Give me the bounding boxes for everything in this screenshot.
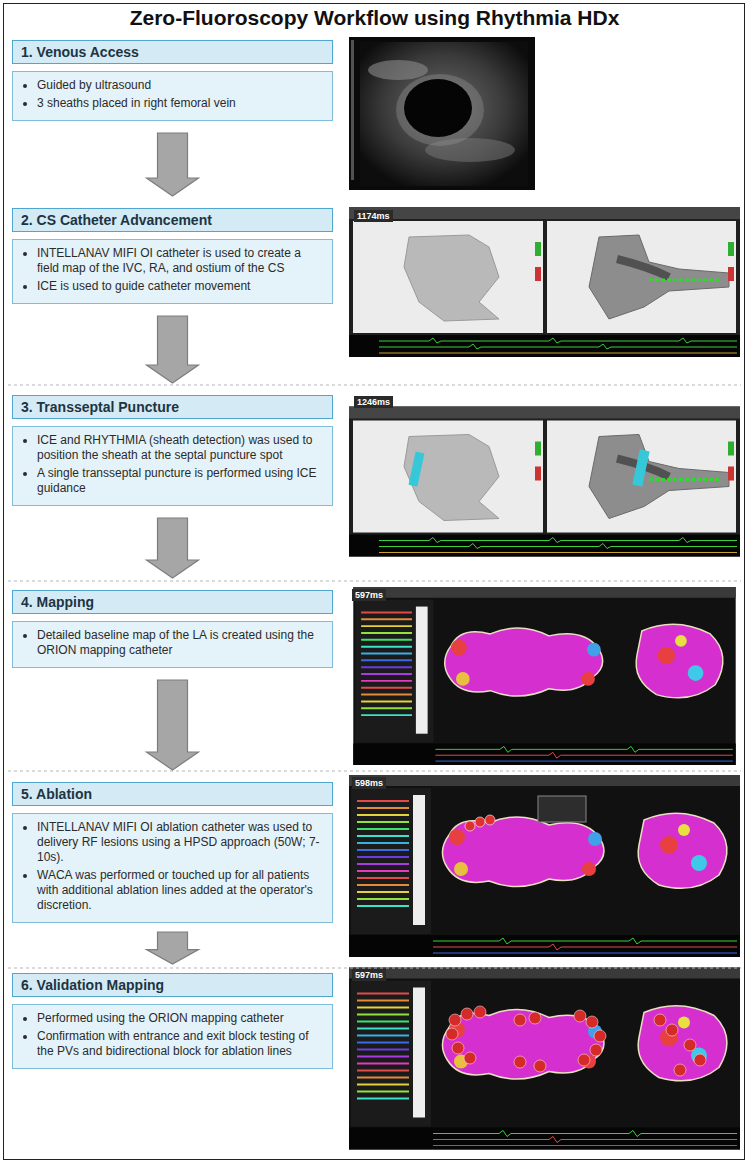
block-arrow	[147, 316, 199, 383]
block-arrow	[147, 518, 199, 578]
bullet-list: INTELLANAV MIFI OI catheter is used to c…	[19, 246, 324, 294]
section-separators	[8, 385, 741, 968]
block-arrow	[147, 932, 199, 964]
screenshot-ablation	[349, 775, 740, 957]
bullet-item: Confirmation with entrance and exit bloc…	[37, 1029, 324, 1059]
step-body: INTELLANAV MIFI OI catheter is used to c…	[12, 239, 333, 304]
step-heading: 2. CS Catheter Advancement	[12, 208, 333, 232]
screenshot-time-label: 1174ms	[354, 210, 393, 222]
step-title: 5. Ablation	[21, 786, 324, 802]
step-heading: 1. Venous Access	[12, 40, 333, 64]
step-title: 2. CS Catheter Advancement	[21, 212, 324, 228]
screenshot-time-label: 598ms	[352, 777, 386, 789]
bullet-list: Performed using the ORION mapping cathet…	[19, 1011, 324, 1059]
step-title: 4. Mapping	[21, 594, 324, 610]
screenshot-time-label: 597ms	[352, 589, 386, 601]
bullet-item: Detailed baseline map of the LA is creat…	[37, 628, 324, 658]
screenshot-validation	[349, 968, 740, 1150]
bullet-list: INTELLANAV MIFI OI ablation catheter was…	[19, 820, 324, 913]
step-heading: 3. Transseptal Puncture	[12, 395, 333, 419]
step-body: Detailed baseline map of the LA is creat…	[12, 621, 333, 668]
bullet-item: 3 sheaths placed in right femoral vein	[37, 96, 324, 111]
bullet-list: ICE and RHYTHMIA (sheath detection) was …	[19, 433, 324, 496]
ultrasound-image	[349, 37, 535, 190]
bullet-item: INTELLANAV MIFI OI catheter is used to c…	[37, 246, 324, 276]
step-heading: 4. Mapping	[12, 590, 333, 614]
step-body: Performed using the ORION mapping cathet…	[12, 1004, 333, 1069]
screenshot-time-label: 1246ms	[354, 396, 393, 408]
bullet-item: ICE and RHYTHMIA (sheath detection) was …	[37, 433, 324, 463]
step-body: ICE and RHYTHMIA (sheath detection) was …	[12, 426, 333, 506]
step-body: Guided by ultrasound 3 sheaths placed in …	[12, 71, 333, 121]
screenshot-transseptal	[349, 407, 740, 557]
bullet-item: INTELLANAV MIFI OI ablation catheter was…	[37, 820, 324, 865]
step-body: INTELLANAV MIFI OI ablation catheter was…	[12, 813, 333, 923]
bullet-item: A single transseptal puncture is perform…	[37, 466, 324, 496]
screenshot-cs-catheter	[349, 207, 740, 357]
block-arrow	[147, 680, 199, 770]
screenshot-mapping	[353, 587, 735, 765]
step-title: 1. Venous Access	[21, 44, 324, 60]
bullet-item: WACA was performed or touched up for all…	[37, 868, 324, 913]
bullet-item: Performed using the ORION mapping cathet…	[37, 1011, 324, 1026]
diagram-title: Zero-Fluoroscopy Workflow using Rhythmia…	[0, 6, 749, 30]
bullet-list: Detailed baseline map of the LA is creat…	[19, 628, 324, 658]
bullet-list: Guided by ultrasound 3 sheaths placed in …	[19, 78, 324, 111]
block-arrow	[147, 133, 199, 196]
screenshot-time-label: 597ms	[352, 969, 386, 981]
step-title: 6. Validation Mapping	[21, 977, 324, 993]
step-title: 3. Transseptal Puncture	[21, 399, 324, 415]
bullet-item: ICE is used to guide catheter movement	[37, 279, 324, 294]
step-heading: 5. Ablation	[12, 782, 333, 806]
step-heading: 6. Validation Mapping	[12, 973, 333, 997]
bullet-item: Guided by ultrasound	[37, 78, 324, 93]
